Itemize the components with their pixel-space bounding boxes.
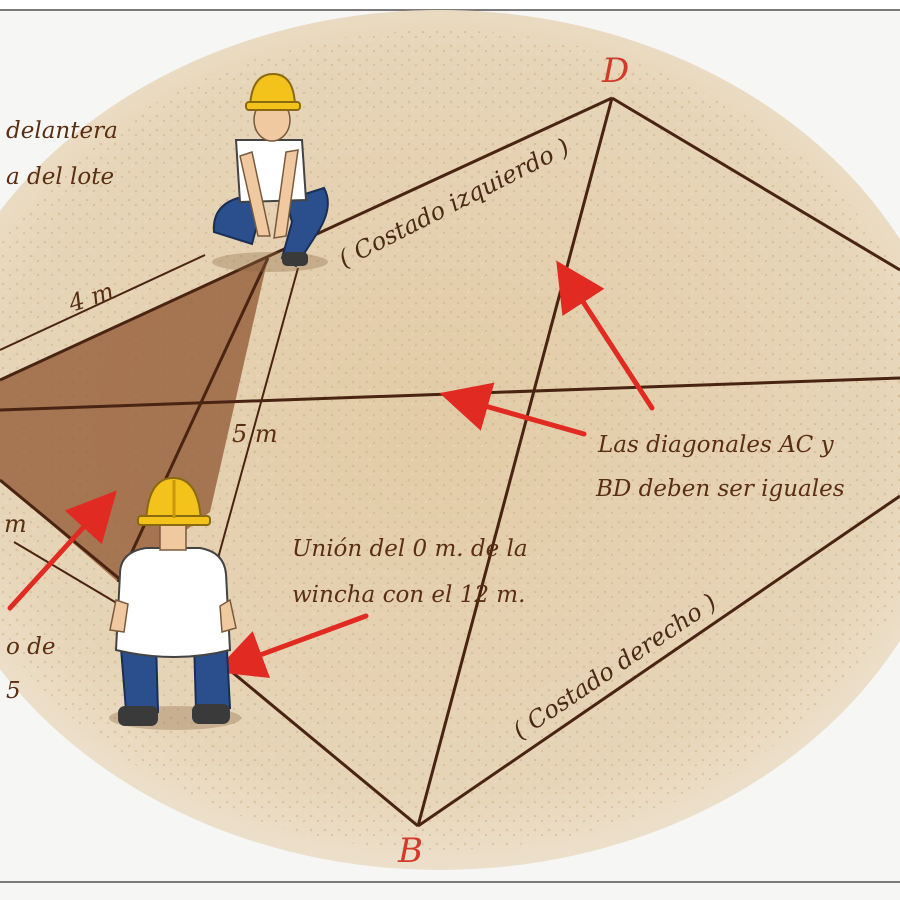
hypotenuse-line xyxy=(116,257,270,583)
right-side-line xyxy=(417,494,900,828)
top-right-line xyxy=(611,96,900,272)
diagonals-note-line1: Las diagonales AC y xyxy=(597,432,835,458)
red-arrow-icon xyxy=(7,490,117,611)
red-arrow-icon xyxy=(439,382,587,437)
measure-3m-line xyxy=(13,541,121,606)
worker-figure-bottom-icon xyxy=(109,476,241,730)
vertex-b-label: B xyxy=(397,831,423,871)
vertex-d-label: D xyxy=(601,51,629,91)
arrows xyxy=(7,260,655,679)
red-arrow-icon xyxy=(556,260,655,411)
union-note-line2: wincha con el 12 m. xyxy=(292,582,525,608)
measure-5m-line xyxy=(211,267,299,581)
left-partial-note-line1: o de xyxy=(6,634,56,660)
diagonal-bd xyxy=(416,97,614,827)
left-partial-note-line2: 5 xyxy=(6,678,21,704)
worker-figure-top-icon xyxy=(212,72,329,272)
union-note-line1: Unión del 0 m. de la xyxy=(292,536,528,562)
measure-3m-label: m xyxy=(4,510,27,538)
measure-4m-line xyxy=(0,254,206,351)
front-note-line1: delantera xyxy=(6,118,118,144)
red-arrow-icon xyxy=(214,613,369,679)
top-border xyxy=(0,0,900,10)
measure-5m-label: 5 m xyxy=(232,420,278,448)
front-note-line2: a del lote xyxy=(6,164,114,190)
diagonals-note-line2: BD deben ser iguales xyxy=(595,476,845,502)
